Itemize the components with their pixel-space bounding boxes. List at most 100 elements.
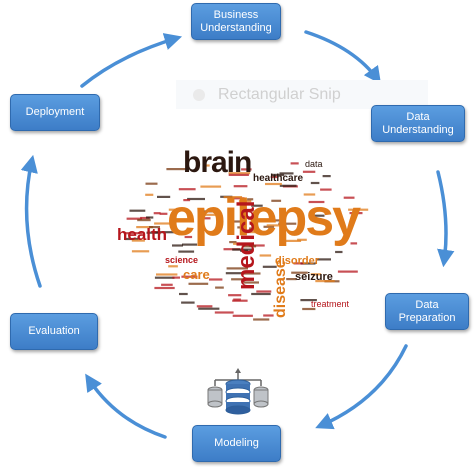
word-seizure: seizure [295,271,333,283]
texture-mark [209,278,223,281]
texture-mark [228,173,249,176]
texture-mark [337,270,358,273]
texture-mark [335,250,343,254]
texture-mark [247,198,254,201]
texture-mark [279,172,294,175]
texture-mark [232,314,253,317]
texture-mark [181,275,198,278]
texture-mark [310,273,322,276]
business-understanding-box: Business Understanding [191,3,281,40]
texture-mark [125,237,139,241]
texture-mark [154,286,175,290]
word-disease: disease [272,259,289,318]
word-care: care [183,267,210,282]
epilepsy-word-cloud: brain healthcare epilepsy health medical… [115,140,370,330]
texture-mark [270,175,278,179]
texture-mark [172,244,183,247]
texture-mark [343,196,355,199]
word-health: health [117,225,168,244]
texture-mark [131,250,150,253]
texture-mark [259,254,272,257]
texture-mark [223,248,241,251]
texture-mark [201,217,211,220]
data-preparation-box: Data Preparation [385,293,469,330]
texture-mark [243,281,259,284]
word-healthcare: healthcare [253,173,304,184]
arrow-preparation-to-modeling [315,344,408,430]
texture-mark [300,299,317,302]
word-data: data [305,159,323,169]
texture-mark [302,170,316,173]
texture-mark [184,235,193,239]
texture-mark [349,212,363,215]
texture-mark [181,301,195,304]
texture-mark [215,286,224,289]
texture-mark [280,239,302,242]
texture-mark [315,280,335,283]
texture-mark [166,168,188,171]
word-cloud-texture [125,162,369,321]
texture-mark [228,172,251,175]
texture-mark [145,182,158,185]
texture-mark [249,227,257,230]
texture-mark [310,181,320,185]
arrow-data-understanding-to-preparation [436,170,455,268]
texture-mark [271,173,285,176]
texture-mark [136,226,154,229]
texture-mark [263,314,274,317]
texture-mark [203,213,219,216]
texture-mark [223,196,243,199]
texture-mark [251,204,263,207]
texture-mark [262,265,277,268]
texture-mark [290,162,299,165]
texture-mark [202,164,210,167]
texture-mark [233,185,248,188]
texture-mark [253,318,270,321]
texture-mark [214,311,234,314]
texture-mark [291,271,308,274]
texture-mark [278,222,297,225]
texture-mark [231,278,243,281]
texture-mark [232,299,248,302]
texture-mark [238,200,252,203]
texture-mark [183,199,191,202]
texture-mark [243,231,264,234]
texture-mark [131,239,145,242]
texture-mark [265,182,282,186]
texture-mark [228,220,243,223]
texture-mark [316,258,331,261]
evaluation-box: Evaluation [10,313,98,350]
texture-mark [225,272,245,275]
texture-mark [154,222,174,225]
texture-mark [348,208,369,211]
texture-mark [320,188,332,191]
texture-mark [178,250,195,253]
texture-mark [350,242,358,245]
texture-mark [196,305,213,308]
database-icon [207,368,269,415]
snip-overlay [176,80,428,109]
texture-mark [229,241,237,244]
texture-mark [157,195,171,198]
texture-mark [161,283,173,286]
word-disorder: disorder [275,255,320,267]
texture-mark [172,276,180,279]
texture-mark [200,185,222,188]
texture-mark [233,242,254,245]
texture-mark [188,282,209,285]
texture-mark [154,276,175,279]
texture-mark [297,238,307,241]
texture-mark [199,210,219,213]
texture-mark [251,292,271,296]
word-epilepsy: epilepsy [167,189,361,247]
texture-mark [198,307,220,310]
texture-mark [322,175,331,178]
texture-mark [145,193,154,196]
texture-mark [178,188,196,191]
texture-mark [286,278,297,281]
texture-mark [232,248,253,251]
texture-mark [153,212,161,215]
texture-mark [153,231,175,234]
texture-mark [241,245,257,248]
texture-mark [228,294,242,297]
